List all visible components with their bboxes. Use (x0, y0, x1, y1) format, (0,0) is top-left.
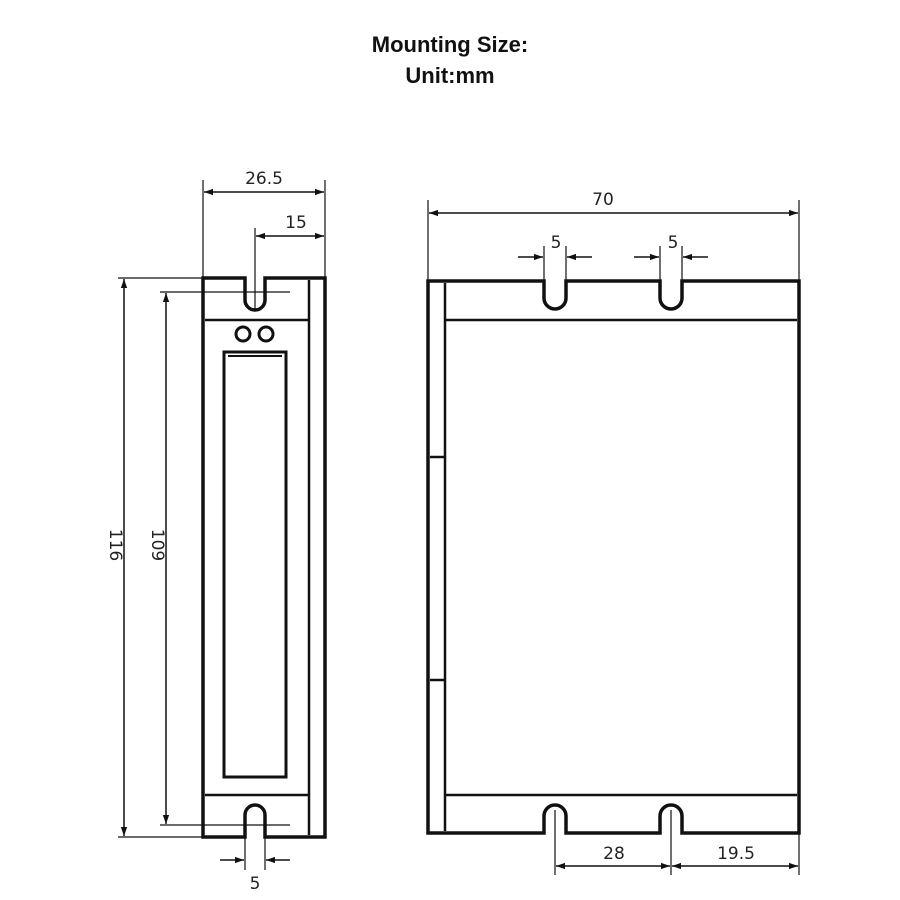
dim-label-front-slot-left: 5 (551, 233, 562, 253)
unit-label: Unit:mm (405, 63, 495, 88)
dim-label-28: 28 (603, 844, 625, 864)
terminal-left (234, 325, 252, 343)
dim-label-70: 70 (592, 190, 614, 210)
dim-label-116: 116 (105, 529, 125, 561)
dim-label-side-slot: 5 (250, 874, 261, 894)
dim-label-19-5: 19.5 (717, 844, 755, 864)
dim-label-26-5: 26.5 (245, 169, 283, 189)
front-view (426, 200, 801, 875)
side-view-body (201, 276, 327, 839)
side-view (118, 180, 327, 870)
dim-label-15: 15 (285, 213, 307, 233)
dim-label-front-slot-right: 5 (668, 233, 679, 253)
front-view-body (426, 279, 801, 835)
diagram-title: Mounting Size: (371, 32, 529, 57)
dim-label-109: 109 (147, 529, 167, 561)
terminal-right (257, 325, 275, 343)
connector-panel (222, 350, 288, 779)
